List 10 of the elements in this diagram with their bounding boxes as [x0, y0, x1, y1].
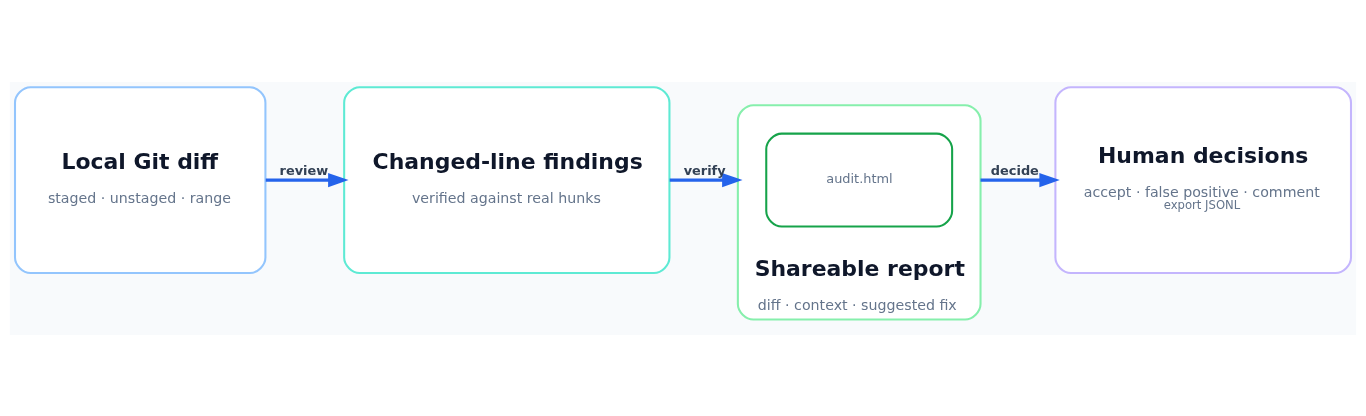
arrow	[265, 172, 349, 187]
edge-label: verify	[683, 162, 726, 178]
node-box: Local Git diff staged · unstaged · range	[13, 85, 267, 274]
arrow	[980, 172, 1060, 187]
node-box: Human decisions accept · false positive · comment export JSONL	[1054, 85, 1353, 274]
node-box: audit.html	[765, 132, 954, 228]
edge-label: decide	[990, 162, 1039, 178]
node-box: Changed-line findings verified against real hunks	[343, 85, 671, 274]
edge-label: review	[279, 162, 329, 178]
arrow	[669, 172, 743, 187]
